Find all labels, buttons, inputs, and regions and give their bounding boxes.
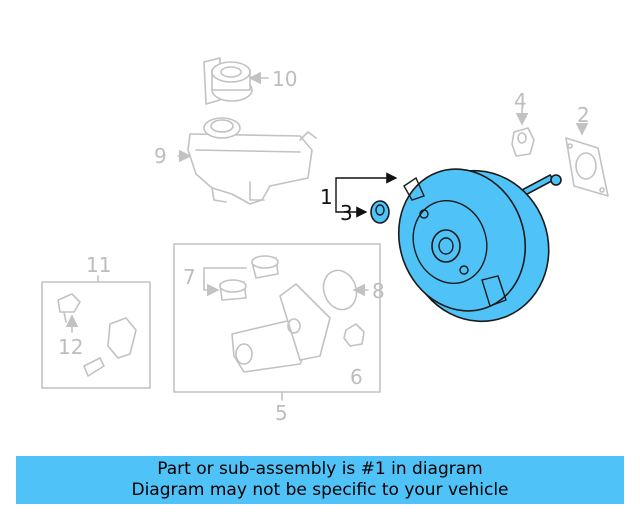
callout-12: 12 bbox=[58, 335, 83, 359]
master-cylinder-box bbox=[173, 243, 381, 401]
brake-booster bbox=[370, 168, 562, 323]
reservoir-cap bbox=[203, 57, 269, 105]
callout-6: 6 bbox=[350, 365, 363, 389]
callout-1-leader bbox=[335, 172, 398, 196]
callout-2: 2 bbox=[577, 103, 590, 127]
callout-11: 11 bbox=[86, 253, 111, 277]
info-banner: Part or sub-assembly is #1 in diagram Di… bbox=[16, 456, 624, 504]
brake-fluid-reservoir bbox=[177, 117, 317, 205]
banner-line-2: Diagram may not be specific to your vehi… bbox=[131, 480, 509, 500]
sensor-box bbox=[41, 275, 151, 389]
callout-9: 9 bbox=[154, 144, 167, 168]
callout-3-leader bbox=[335, 196, 368, 218]
banner-line-1: Part or sub-assembly is #1 in diagram bbox=[157, 459, 483, 479]
callout-5: 5 bbox=[275, 401, 288, 425]
callout-4: 4 bbox=[514, 89, 527, 113]
callout-8: 8 bbox=[372, 279, 385, 303]
callout-7: 7 bbox=[183, 265, 196, 289]
callout-3: 3 bbox=[340, 201, 353, 225]
booster-gasket bbox=[565, 122, 609, 197]
mounting-nut bbox=[511, 107, 535, 157]
callout-1: 1 bbox=[320, 185, 333, 209]
callout-10: 10 bbox=[272, 67, 297, 91]
